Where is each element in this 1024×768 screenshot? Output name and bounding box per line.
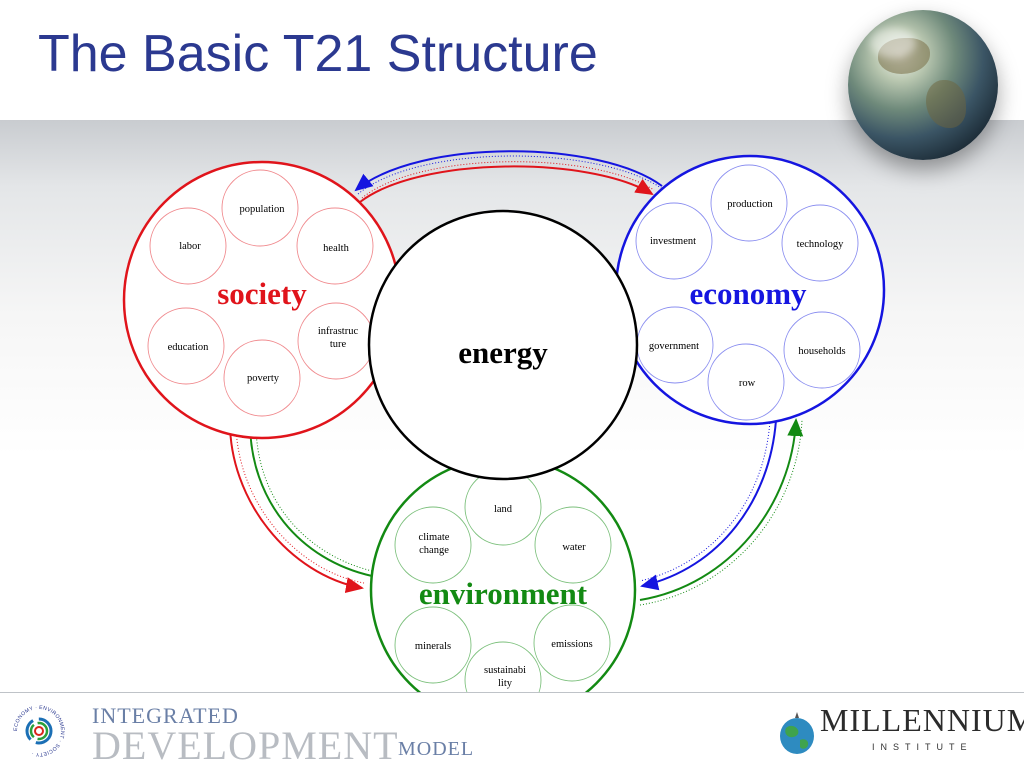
environment-item-water: water: [562, 542, 586, 553]
environment-bubble-water: [534, 506, 612, 584]
idm-line3: MODEL: [398, 738, 475, 760]
idm-line1: INTEGRATED: [92, 703, 239, 728]
economy-bubble-households: [783, 311, 861, 389]
arrow-society-to-economy: [359, 165, 654, 203]
arrow-environment-to-economy: [639, 418, 804, 601]
society-bubble-health: [296, 207, 374, 285]
millennium-sub: INSTITUTE: [872, 742, 973, 752]
society-bubble-population: [221, 169, 299, 247]
society-sector: population labor health education infras…: [122, 160, 402, 440]
environment-bubble-minerals: [394, 606, 472, 684]
arrow-society-to-environment: [228, 417, 364, 594]
society-item-labor: labor: [179, 241, 201, 252]
society-item-education: education: [168, 342, 210, 353]
economy-bubble-row: [707, 343, 785, 421]
society-item-poverty: poverty: [247, 373, 280, 384]
society-label: society: [217, 276, 307, 311]
economy-label: economy: [689, 276, 807, 311]
connector-arrows: [228, 150, 804, 606]
environment-item-land: land: [494, 504, 513, 515]
arrow-environment-to-society: [242, 420, 373, 577]
millennium-globe-icon: [780, 712, 814, 754]
environment-bubble-climate-change: [394, 506, 472, 584]
economy-item-investment: investment: [650, 236, 696, 247]
energy-sector: energy: [367, 209, 639, 481]
arrow-economy-to-environment: [640, 419, 777, 591]
energy-label: energy: [458, 335, 548, 370]
society-bubble-education: [147, 307, 225, 385]
environment-label: environment: [419, 576, 588, 611]
footer-divider: [0, 692, 1024, 693]
economy-item-government: government: [649, 341, 699, 352]
economy-item-technology: technology: [797, 239, 844, 250]
millennium-name: MILLENNIUM: [820, 702, 1024, 738]
society-bubble-poverty: [223, 339, 301, 417]
economy-sector: production investment technology governm…: [614, 154, 886, 426]
arrow-economy-to-society: [354, 150, 663, 192]
idm-ring-text: ECONOMY · ENVIRONMENT · SOCIETY ·: [13, 705, 65, 757]
environment-item-emissions: emissions: [551, 639, 592, 650]
idm-logo-icon: ECONOMY · ENVIRONMENT · SOCIETY ·: [13, 705, 65, 757]
society-item-population: population: [240, 204, 286, 215]
economy-bubble-technology: [781, 204, 859, 282]
environment-bubble-emissions: [533, 604, 611, 682]
economy-item-production: production: [727, 199, 773, 210]
footer: [0, 693, 1024, 768]
society-item-health: health: [323, 243, 349, 254]
society-bubble-labor: [149, 207, 227, 285]
economy-bubble-investment: [635, 202, 713, 280]
economy-item-households: households: [798, 346, 845, 357]
slide-title: The Basic T21 Structure: [38, 25, 598, 83]
economy-item-row: row: [739, 378, 756, 389]
svg-text:ECONOMY · ENVIRONMENT · SOCIET: ECONOMY · ENVIRONMENT · SOCIETY ·: [13, 705, 65, 757]
economy-bubble-production: [710, 164, 788, 242]
environment-item-minerals: minerals: [415, 641, 451, 652]
globe-image: [848, 10, 998, 160]
idm-line2: DEVELOPMENT: [92, 723, 399, 768]
